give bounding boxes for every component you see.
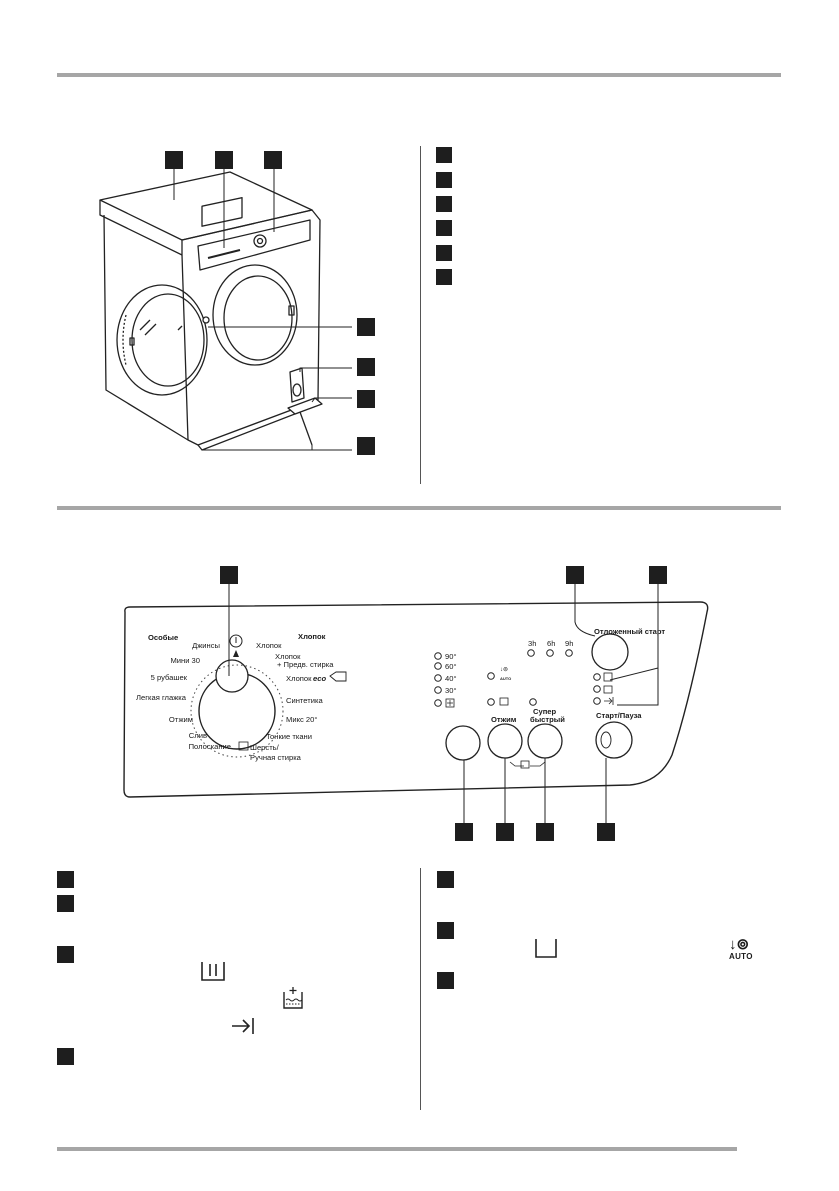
temp-30: 30° xyxy=(445,686,456,695)
program-jeans: Джинсы xyxy=(192,641,220,650)
program-cotton-prewash-2: + Предв. стирка xyxy=(277,660,334,669)
prewash-icon xyxy=(201,962,225,981)
auto-icon: ↓⊚ AUTO xyxy=(729,937,753,965)
svg-text:AUTO: AUTO xyxy=(500,676,511,681)
end-phase-icon xyxy=(232,1018,254,1034)
callout-marker xyxy=(536,823,554,841)
program-drain: Слив xyxy=(189,731,207,740)
legend-marker xyxy=(436,172,452,188)
legend-marker xyxy=(436,269,452,285)
washing-machine-illustration xyxy=(99,168,352,451)
section-label-special: Особые xyxy=(148,633,178,642)
legend-marker xyxy=(436,220,452,236)
auto-symbol-icon: ↓⊚ xyxy=(729,936,750,953)
callout-marker xyxy=(357,437,375,455)
legend-marker xyxy=(436,245,452,261)
callout-marker xyxy=(264,151,282,169)
program-wool-2: Ручная стирка xyxy=(250,753,302,762)
callout-marker xyxy=(357,390,375,408)
legend-marker xyxy=(57,1048,74,1065)
legend-marker xyxy=(437,972,454,989)
bottom-divider xyxy=(57,1147,737,1151)
program-cotton-prewash-1: Хлопок xyxy=(275,652,301,661)
legend-marker xyxy=(436,196,452,212)
spin-button-label: Отжим xyxy=(491,715,517,724)
legend-marker xyxy=(57,871,74,888)
temp-90: 90° xyxy=(445,652,456,661)
control-panel: Особые Хлопок Джинсы Мини 30 5 рубашек Л… xyxy=(123,580,709,826)
column-divider xyxy=(420,868,421,1110)
callout-marker xyxy=(496,823,514,841)
section-label-cotton: Хлопок xyxy=(298,632,326,641)
callout-marker xyxy=(357,318,375,336)
no-spin-icon xyxy=(535,939,557,958)
middle-divider xyxy=(57,506,781,510)
super-quick-label-1: Супер xyxy=(533,707,557,716)
extra-rinse-icon xyxy=(283,987,303,1009)
legend-marker xyxy=(436,147,452,163)
program-easy-iron: Легкая глажка xyxy=(136,693,187,702)
program-wool-1: Шерсть/ xyxy=(250,743,280,752)
callout-marker xyxy=(566,566,584,584)
callout-marker xyxy=(165,151,183,169)
program-synthetics: Синтетика xyxy=(286,696,323,705)
delay-9h: 9h xyxy=(565,639,573,648)
temp-40: 40° xyxy=(445,674,456,683)
program-mini30: Мини 30 xyxy=(170,656,200,665)
program-rinse: Полоскание xyxy=(189,742,231,751)
legend-marker xyxy=(57,895,74,912)
auto-label: AUTO xyxy=(729,952,753,961)
eco-label: eco xyxy=(313,674,326,683)
super-quick-label-2: быстрый xyxy=(530,715,565,724)
legend-marker xyxy=(57,946,74,963)
legend-marker xyxy=(437,922,454,939)
delay-start-label: Отложенный старт xyxy=(594,627,665,636)
callout-marker xyxy=(455,823,473,841)
program-5shirts: 5 рубашек xyxy=(151,673,188,682)
callout-marker xyxy=(597,823,615,841)
delay-3h: 3h xyxy=(528,639,536,648)
svg-text:↓⊚: ↓⊚ xyxy=(500,667,508,673)
temp-60: 60° xyxy=(445,662,456,671)
program-cotton-eco: Хлопок xyxy=(286,674,312,683)
program-cotton: Хлопок xyxy=(256,641,282,650)
program-delicates: Тонкие ткани xyxy=(266,732,312,741)
callout-marker xyxy=(215,151,233,169)
callout-marker xyxy=(649,566,667,584)
legend-marker xyxy=(437,871,454,888)
column-divider xyxy=(420,146,421,484)
program-mix20: Микс 20° xyxy=(286,715,317,724)
start-pause-label: Старт/Пауза xyxy=(596,711,642,720)
program-spin: Отжим xyxy=(169,715,193,724)
callout-marker xyxy=(357,358,375,376)
delay-6h: 6h xyxy=(547,639,555,648)
top-divider xyxy=(57,73,781,77)
callout-marker xyxy=(220,566,238,584)
